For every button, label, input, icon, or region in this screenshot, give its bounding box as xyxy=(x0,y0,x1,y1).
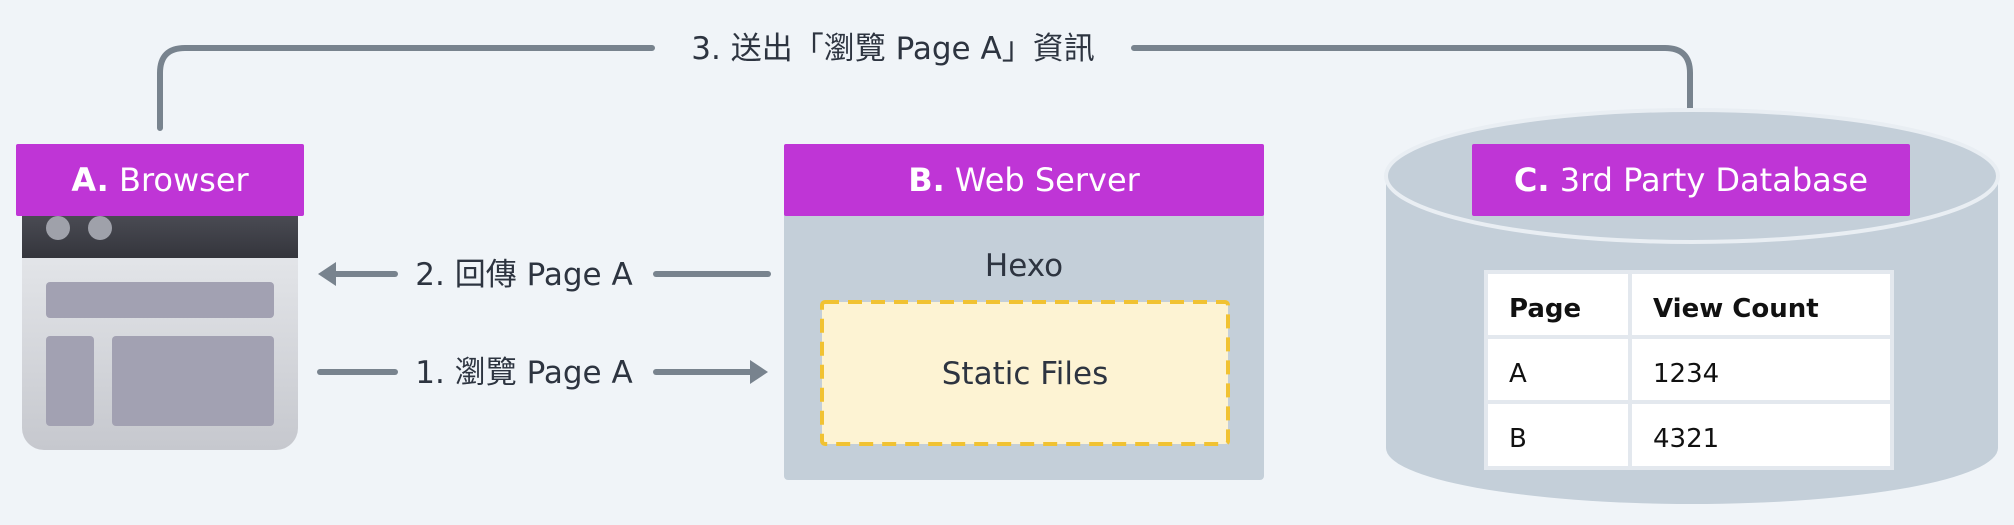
table-header-page: Page xyxy=(1509,294,1581,324)
static-files-label: Static Files xyxy=(942,356,1109,392)
table-cell: 1234 xyxy=(1653,359,1719,389)
browser-header xyxy=(16,144,304,216)
database-header-text: C. 3rd Party Database xyxy=(1514,161,1868,199)
arrow-step1: 1. 瀏覽 Page A xyxy=(317,355,768,391)
step3-label: 3. 送出「瀏覽 Page A」資訊 xyxy=(691,31,1094,67)
browser-window-icon xyxy=(22,194,298,450)
browser-header-text: A. Browser xyxy=(71,161,249,199)
web-server-node: B. Web Server Hexo Static Files xyxy=(784,144,1264,480)
browser-node: A. Browser xyxy=(16,144,304,450)
view-count-table: Page View Count A 1234 B 4321 xyxy=(1484,270,1894,470)
web-server-header-text: B. Web Server xyxy=(908,161,1140,199)
table-cell: B xyxy=(1509,424,1527,454)
table-cell: 4321 xyxy=(1653,424,1719,454)
step2-label: 2. 回傳 Page A xyxy=(415,257,632,293)
hexo-label: Hexo xyxy=(985,248,1063,284)
table-header-view-count: View Count xyxy=(1653,294,1819,324)
static-files-box xyxy=(820,300,1230,446)
table-cell: A xyxy=(1509,359,1527,389)
database-node: C. 3rd Party Database Page View Count A … xyxy=(1384,108,2000,504)
step1-label: 1. 瀏覽 Page A xyxy=(415,355,632,391)
arrow-step3: 3. 送出「瀏覽 Page A」資訊 xyxy=(157,31,1704,131)
database-header xyxy=(1472,144,1910,216)
web-server-header xyxy=(784,144,1264,216)
arrow-step2: 2. 回傳 Page A xyxy=(318,257,771,293)
